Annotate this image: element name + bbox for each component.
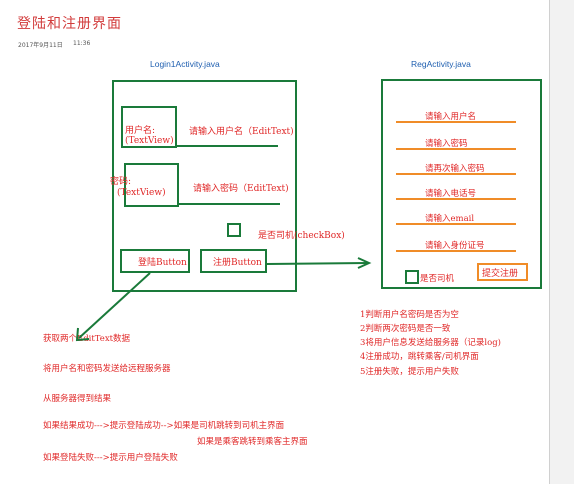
username-label: 用户名:: [125, 126, 156, 136]
reg-field-email: 请输入email: [425, 214, 475, 224]
username-label-box: [121, 106, 177, 148]
login-step-receive: 从服务器得到结果: [43, 394, 112, 404]
reg-field-id: 请输入身份证号: [425, 241, 485, 251]
login-step-success-passenger: 如果是乘客跳转到乘客主界面: [197, 437, 308, 447]
login-step-success: 如果结果成功--->提示登陆成功-->如果是司机跳转到司机主界面: [43, 421, 285, 431]
page-margin: [549, 0, 574, 484]
password-hint: 请输入密码（EditText): [193, 184, 289, 194]
driver-checkbox[interactable]: [227, 223, 241, 237]
reg-input-password-line[interactable]: [396, 148, 516, 150]
reg-driver-checkbox-label: 是否司机: [420, 274, 455, 284]
diagram-connectors: [75, 145, 372, 342]
reg-input-email-line[interactable]: [396, 223, 516, 225]
register-arrowhead: [357, 257, 372, 269]
login-step-failure: 如果登陆失败--->提示用户登陆失败: [43, 453, 178, 463]
register-arrow: [266, 262, 369, 265]
reg-field-phone: 请输入电话号: [425, 189, 477, 199]
reg-screen-frame: [381, 79, 542, 289]
login-button-label: 登陆Button: [138, 258, 187, 268]
note-page: 登陆和注册界面 2017年9月11日 11:36 Login1Activity.…: [17, 16, 542, 463]
login-arrowhead: [75, 327, 90, 342]
login-screen-frame: [112, 80, 297, 292]
submit-register-button[interactable]: [477, 263, 528, 281]
reg-input-phone-line[interactable]: [396, 198, 516, 200]
reg-step-2: 2判断两次密码是否一致: [360, 324, 451, 334]
login-button[interactable]: [120, 249, 190, 273]
reg-input-username-line[interactable]: [396, 121, 516, 123]
register-button[interactable]: [200, 249, 267, 273]
password-label-box: [124, 163, 179, 207]
reg-activity-caption: RegActivity.java: [411, 59, 471, 69]
username-textview: (TextView): [125, 136, 174, 146]
login-arrow: [78, 272, 151, 339]
reg-field-password-confirm: 请再次输入密码: [425, 164, 485, 174]
reg-field-password: 请输入密码: [425, 139, 468, 149]
login-activity-caption: Login1Activity.java: [150, 59, 220, 69]
note-date: 2017年9月11日: [18, 42, 63, 49]
reg-input-password-confirm-line[interactable]: [396, 173, 516, 175]
reg-step-5: 5注册失败，提示用户失败: [360, 367, 459, 377]
submit-register-label: 提交注册: [482, 269, 519, 279]
reg-step-1: 1判断用户名密码是否为空: [360, 310, 459, 320]
driver-checkbox-label: 是否司机(checkBox): [258, 231, 345, 241]
password-label: 密码:: [110, 177, 132, 187]
reg-step-3: 3将用户信息发送给服务器（记录log): [360, 338, 502, 348]
login-step-send: 将用户名和密码发送给远程服务器: [43, 364, 171, 374]
reg-step-4: 4注册成功，跳转乘客/司机界面: [360, 352, 479, 362]
page-title: 登陆和注册界面: [17, 16, 122, 32]
reg-input-id-line[interactable]: [396, 250, 516, 252]
password-textview: (TextView): [117, 188, 166, 198]
register-button-label: 注册Button: [213, 258, 262, 268]
username-hint: 请输入用户名（EditText): [189, 127, 294, 137]
note-time: 11:36: [73, 40, 91, 47]
reg-field-username: 请输入用户名: [425, 112, 477, 122]
reg-driver-checkbox[interactable]: [405, 270, 419, 284]
